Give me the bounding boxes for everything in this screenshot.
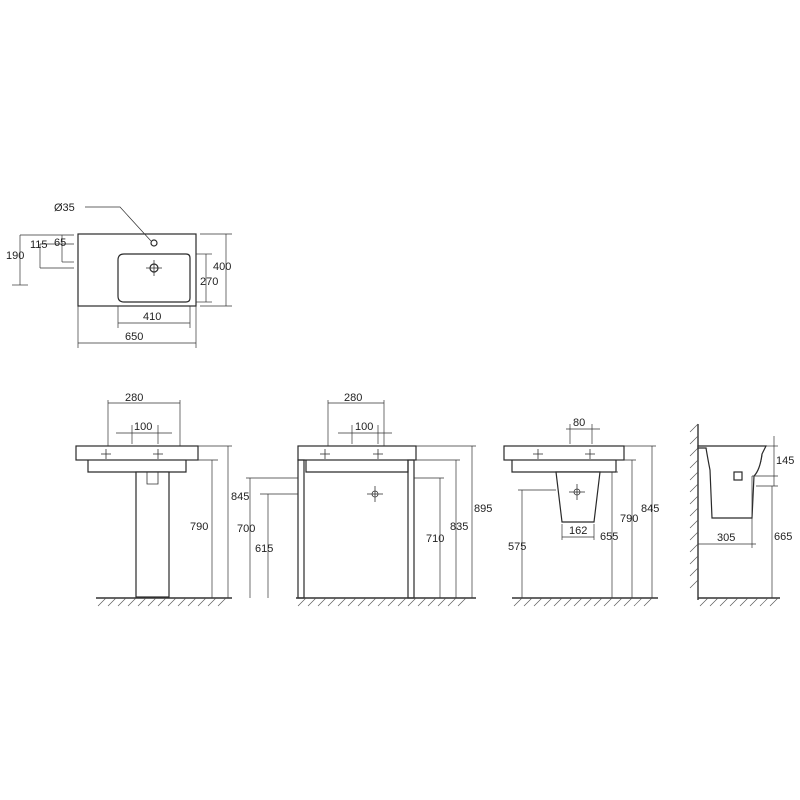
basin-front-3 <box>503 445 625 461</box>
label-100-b: 100 <box>355 421 373 433</box>
bowl-outline-top <box>117 253 191 303</box>
label-790-a: 790 <box>190 521 208 533</box>
semi-pedestal-side <box>705 447 763 519</box>
label-115: 115 <box>30 239 48 251</box>
label-710: 710 <box>426 533 444 545</box>
label-790-b: 790 <box>620 513 638 525</box>
floor-hatch-3 <box>513 597 653 607</box>
floor-hatch-2 <box>297 597 467 607</box>
label-655: 655 <box>600 531 618 543</box>
label-145: 145 <box>776 455 794 467</box>
label-280-b: 280 <box>344 392 362 404</box>
label-665: 665 <box>774 531 792 543</box>
label-835: 835 <box>450 521 468 533</box>
wall-hatch <box>689 423 699 589</box>
frame-leg-left <box>297 459 305 599</box>
label-270: 270 <box>200 276 218 288</box>
label-280-a: 280 <box>125 392 143 404</box>
floor-hatch-4 <box>699 597 779 607</box>
label-diameter: Ø35 <box>54 202 75 214</box>
tap-marker-icon <box>101 449 163 459</box>
tap-hole <box>150 239 158 247</box>
label-895: 895 <box>474 503 492 515</box>
basin-outline-top <box>77 233 197 307</box>
semi-pedestal <box>555 471 601 523</box>
label-575: 575 <box>508 541 526 553</box>
drain-icon <box>146 260 162 276</box>
label-100-a: 100 <box>134 421 152 433</box>
label-190: 190 <box>6 250 24 262</box>
drain-marker-icon <box>367 486 383 502</box>
tap-marker-icon <box>320 449 383 459</box>
frame-view: 280 100 700 615 895 835 710 <box>237 392 492 607</box>
label-410: 410 <box>143 311 161 323</box>
semi-pedestal-view: 80 162 575 655 790 845 <box>503 417 659 607</box>
label-400: 400 <box>213 261 231 273</box>
leader-line-diameter <box>85 206 152 242</box>
label-615: 615 <box>255 543 273 555</box>
basin-front-2 <box>297 445 417 461</box>
pedestal-column <box>135 471 170 598</box>
frame-leg-right <box>407 459 415 599</box>
side-view: 145 305 665 <box>689 423 794 607</box>
drain-marker-icon <box>569 484 585 500</box>
label-305: 305 <box>717 532 735 544</box>
label-162: 162 <box>569 525 587 537</box>
label-65: 65 <box>54 237 66 249</box>
top-view: Ø35 190 115 65 400 270 410 650 <box>6 202 232 348</box>
tap-marker-icon <box>533 449 595 459</box>
label-845-a: 845 <box>231 491 249 503</box>
pedestal-view: 280 100 845 790 <box>75 392 249 607</box>
floor-hatch-1 <box>97 597 227 607</box>
label-80: 80 <box>573 417 585 429</box>
label-650: 650 <box>125 331 143 343</box>
label-845-b: 845 <box>641 503 659 515</box>
label-700: 700 <box>237 523 255 535</box>
basin-front-1 <box>75 445 199 461</box>
